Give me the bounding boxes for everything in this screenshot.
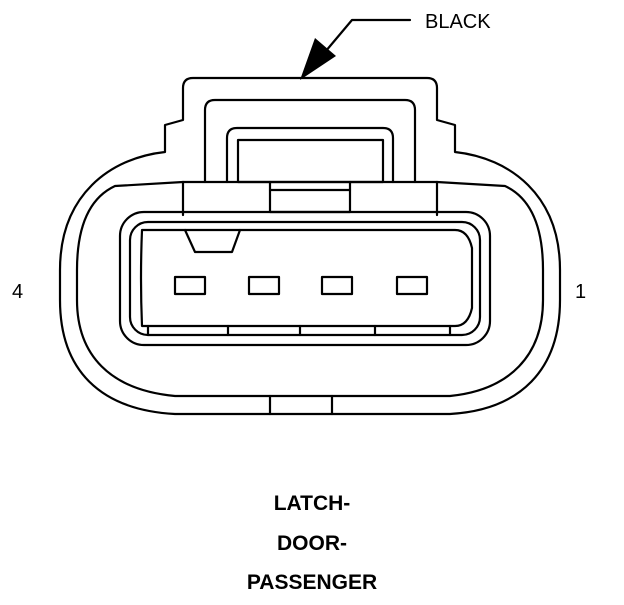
cavity-inner [128,220,482,337]
pin-number-right: 1 [575,281,587,303]
callout-color-label: BLACK [425,11,491,33]
callout-leader-line [318,18,412,60]
pin-terminal-2 [320,275,354,296]
pin-terminal-3 [247,275,281,296]
pin-terminal-4 [173,275,207,296]
pin-number-left: 4 [12,281,24,303]
cavity-outer [118,210,492,347]
callout-arrowhead [300,38,336,80]
connector-title-line-1: LATCH- [273,492,351,515]
housing-inner [75,180,545,398]
housing-outer [58,76,562,416]
latch-frame-inner [225,126,395,184]
latch-plate [236,138,385,184]
pin-terminal-1 [395,275,429,296]
connector-title-line-3: PASSENGER [246,571,378,594]
terminal-body [139,228,474,328]
latch-frame-outer [203,98,417,184]
keying-notch [183,228,242,254]
latch-tab [268,180,352,214]
connector-title-line-2: DOOR- [277,532,347,555]
